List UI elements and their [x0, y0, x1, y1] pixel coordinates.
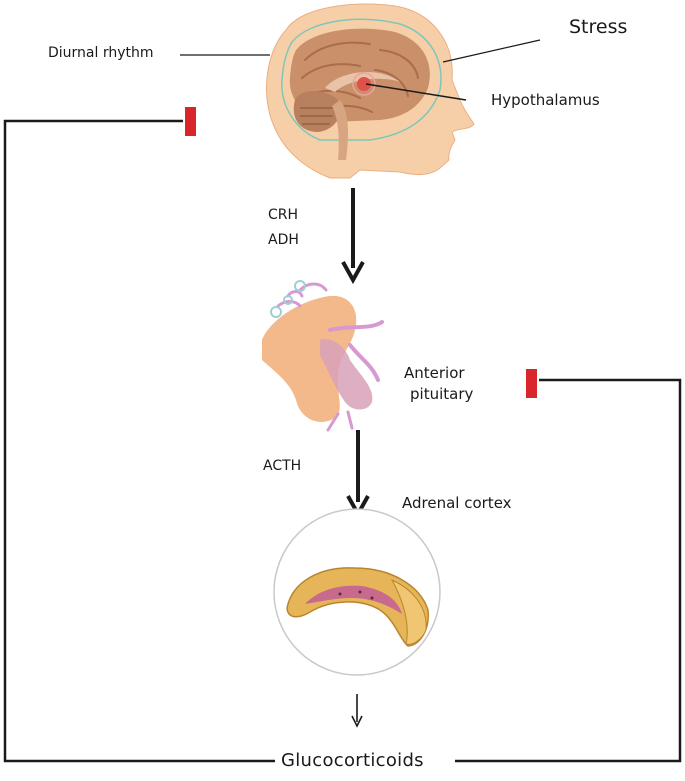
pituitary-gland-icon — [262, 280, 384, 432]
adh-label: ADH — [268, 232, 299, 248]
adrenal-cortex-label: Adrenal cortex — [402, 494, 512, 512]
brain-head-icon — [266, 3, 475, 179]
acth-label: ACTH — [263, 458, 302, 474]
adrenal-gland-icon — [286, 567, 429, 647]
inhibitor-bar-icon — [185, 107, 196, 136]
pituitary-label: pituitary — [410, 385, 474, 403]
right-feedback-line — [455, 378, 682, 763]
anterior-label: Anterior — [404, 364, 465, 382]
crh-label: CRH — [268, 207, 299, 223]
diurnal-rhythm-label: Diurnal rhythm — [48, 45, 154, 61]
stress-label: Stress — [569, 16, 628, 38]
left-feedback-line — [3, 119, 275, 763]
inhibitor-bar-icon — [526, 369, 537, 398]
hypothalamus-label: Hypothalamus — [491, 91, 600, 109]
glucocorticoids-label: Glucocorticoids — [281, 750, 424, 771]
